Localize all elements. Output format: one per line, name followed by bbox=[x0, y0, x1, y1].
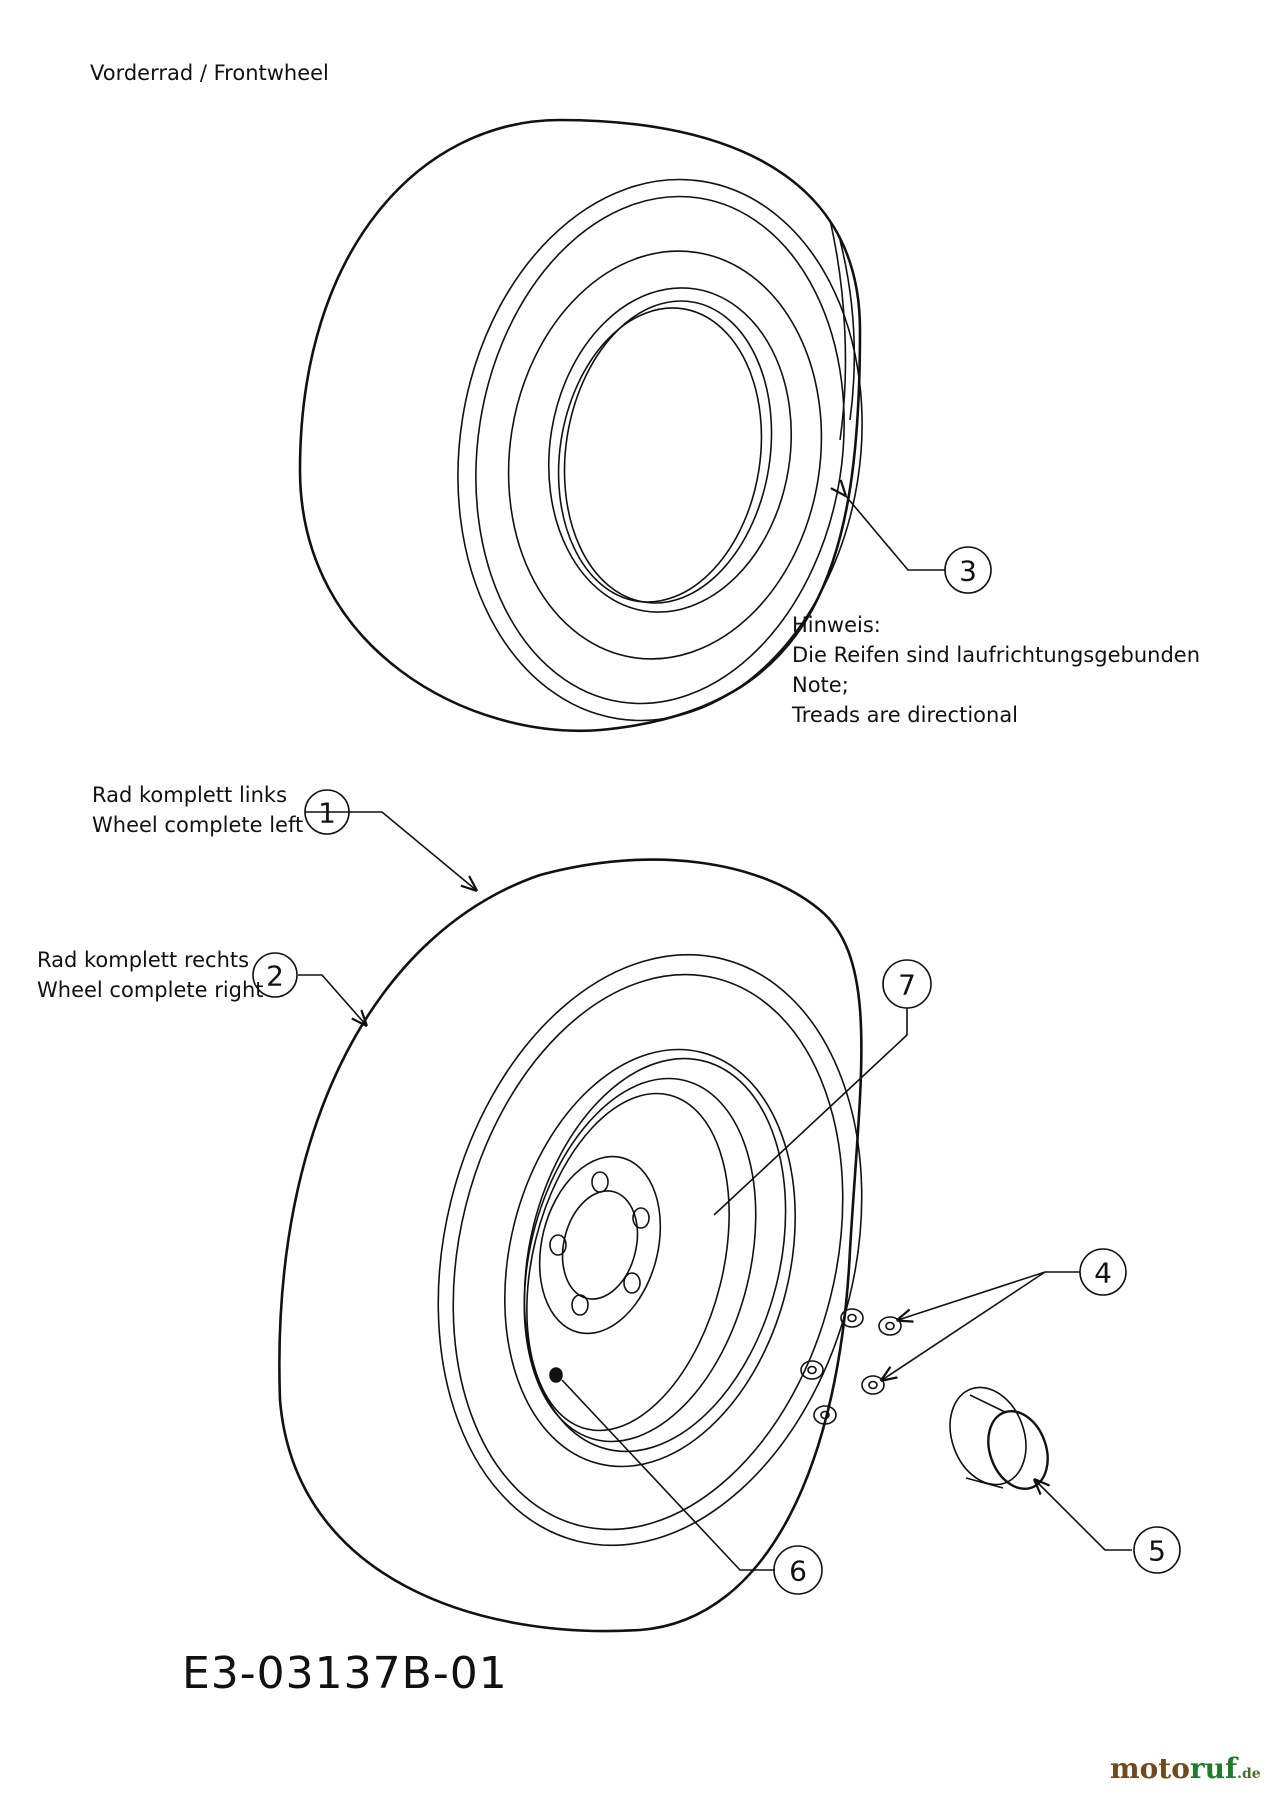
diagram-title: Vorderrad / Frontwheel bbox=[90, 61, 329, 85]
leader-line-4b bbox=[882, 1271, 1046, 1380]
callout-2 bbox=[252, 952, 298, 998]
hub-cap bbox=[949, 1386, 1049, 1490]
leader-line-5 bbox=[1035, 1480, 1132, 1551]
callout-3-number: 3 bbox=[959, 555, 977, 588]
leader-line-3 bbox=[845, 495, 945, 571]
rear-wheel-hub bbox=[538, 1155, 662, 1383]
callout-3 bbox=[944, 546, 992, 594]
watermark-logo: motoruf.de bbox=[1110, 1752, 1261, 1785]
wheel-nuts bbox=[800, 1308, 902, 1425]
watermark-brand-a: moto bbox=[1110, 1752, 1190, 1785]
note-line-3: Note; bbox=[792, 673, 849, 697]
valve-stem bbox=[549, 1367, 563, 1383]
wheel-nut bbox=[800, 1360, 824, 1380]
callout-4 bbox=[1079, 1248, 1127, 1296]
callout-2-number: 2 bbox=[266, 960, 284, 993]
watermark-brand-b: ruf bbox=[1189, 1752, 1238, 1785]
leader-line-7 bbox=[713, 1008, 908, 1216]
wheel-nut bbox=[878, 1316, 902, 1336]
callout-5-number: 5 bbox=[1148, 1535, 1166, 1568]
callout-6-number: 6 bbox=[789, 1555, 807, 1588]
note-line-4: Treads are directional bbox=[792, 703, 1019, 727]
callout-4-number: 4 bbox=[1094, 1257, 1112, 1290]
front-wheel-tire bbox=[298, 118, 863, 733]
leader-line-6 bbox=[561, 1379, 775, 1571]
label-wheel-right-de: Rad komplett rechts bbox=[37, 948, 250, 972]
watermark-suffix: .de bbox=[1237, 1766, 1261, 1782]
callout-7 bbox=[882, 959, 932, 1009]
leader-line-4a bbox=[898, 1271, 1080, 1320]
wheel-nut bbox=[861, 1375, 885, 1395]
callout-7-number: 7 bbox=[898, 969, 916, 1002]
callout-1 bbox=[304, 789, 350, 835]
callout-1-number: 1 bbox=[318, 797, 336, 830]
rear-wheel-tire bbox=[278, 858, 863, 1633]
drawing-code: E3-03137B-01 bbox=[182, 1648, 508, 1699]
leader-line-2 bbox=[298, 974, 366, 1025]
label-wheel-left-en: Wheel complete left bbox=[92, 813, 304, 837]
wheel-nut bbox=[813, 1405, 837, 1425]
label-wheel-right-en: Wheel complete right bbox=[37, 978, 264, 1002]
leader-line-1 bbox=[305, 811, 476, 890]
callout-6 bbox=[773, 1545, 823, 1595]
wheel-nut bbox=[840, 1308, 864, 1328]
label-wheel-left-de: Rad komplett links bbox=[92, 783, 288, 807]
callout-5 bbox=[1133, 1526, 1181, 1574]
note-line-2: Die Reifen sind laufrichtungsgebunden bbox=[792, 643, 1201, 667]
